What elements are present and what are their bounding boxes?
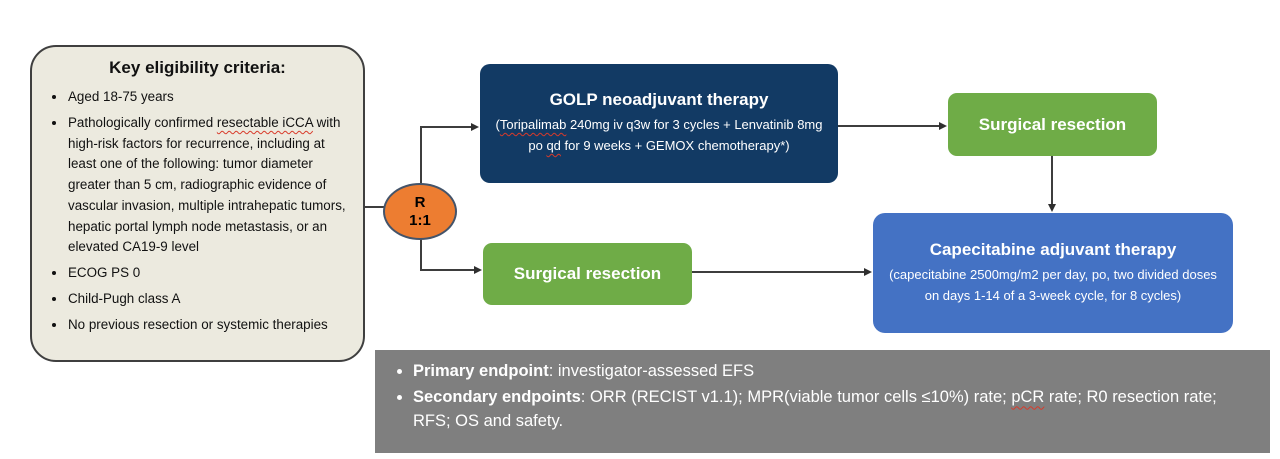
eligibility-criteria-box: Key eligibility criteria: Aged 18-75 yea… [30,45,365,362]
connector-to-golp [420,126,472,128]
randomization-ratio: 1:1 [409,211,431,229]
randomization-node: R 1:1 [383,183,457,240]
bullet-item: ECOG PS 0 [67,263,351,284]
capecitabine-title: Capecitabine adjuvant therapy [929,239,1177,259]
connector-eligibility-to-randomization [364,206,384,208]
arrowhead-icon [474,266,482,274]
bullet-item: No previous resection or systemic therap… [67,315,351,336]
capecitabine-subtitle: (capecitabine 2500mg/m2 per day, po, two… [889,266,1217,303]
connector-randomization-up [420,127,422,184]
bullet-item: Aged 18-75 years [67,87,351,108]
randomization-letter: R [414,193,426,211]
arrowhead-icon [864,268,872,276]
bullet-item: Child-Pugh class A [67,289,351,310]
bullet-item: Primary endpoint: investigator-assessed … [413,360,1256,383]
bullet-item: Secondary endpoints: ORR (RECIST v1.1); … [413,386,1256,433]
arrowhead-icon [471,123,479,131]
golp-neoadjuvant-box: GOLP neoadjuvant therapy (Toripalimab 24… [480,64,838,183]
surgical-resection-top-box: Surgical resection [948,93,1157,156]
surgical-resection-top-label: Surgical resection [978,114,1127,134]
endpoints-box: Primary endpoint: investigator-assessed … [375,350,1270,453]
arrowhead-icon [1048,204,1056,212]
connector-randomization-down [420,238,422,270]
golp-subtitle: (Toripalimab 240mg iv q3w for 3 cycles +… [495,117,823,153]
surgical-resection-bottom-box: Surgical resection [483,243,692,305]
connector-to-surgical-bottom [420,269,475,271]
connector-golp-to-surgical-top [838,125,940,127]
eligibility-title: Key eligibility criteria: [109,58,286,77]
endpoints-list: Primary endpoint: investigator-assessed … [389,360,1256,433]
arrowhead-icon [939,122,947,130]
surgical-resection-bottom-label: Surgical resection [513,264,662,283]
eligibility-list: Aged 18-75 years Pathologically confirme… [40,87,355,335]
bullet-item: Pathologically confirmed resectable iCCA… [67,113,351,258]
golp-title: GOLP neoadjuvant therapy [549,90,769,110]
capecitabine-adjuvant-box: Capecitabine adjuvant therapy (capecitab… [873,213,1233,333]
connector-surgical-bottom-to-capecitabine [692,271,865,273]
connector-surgical-top-to-capecitabine [1051,156,1053,205]
